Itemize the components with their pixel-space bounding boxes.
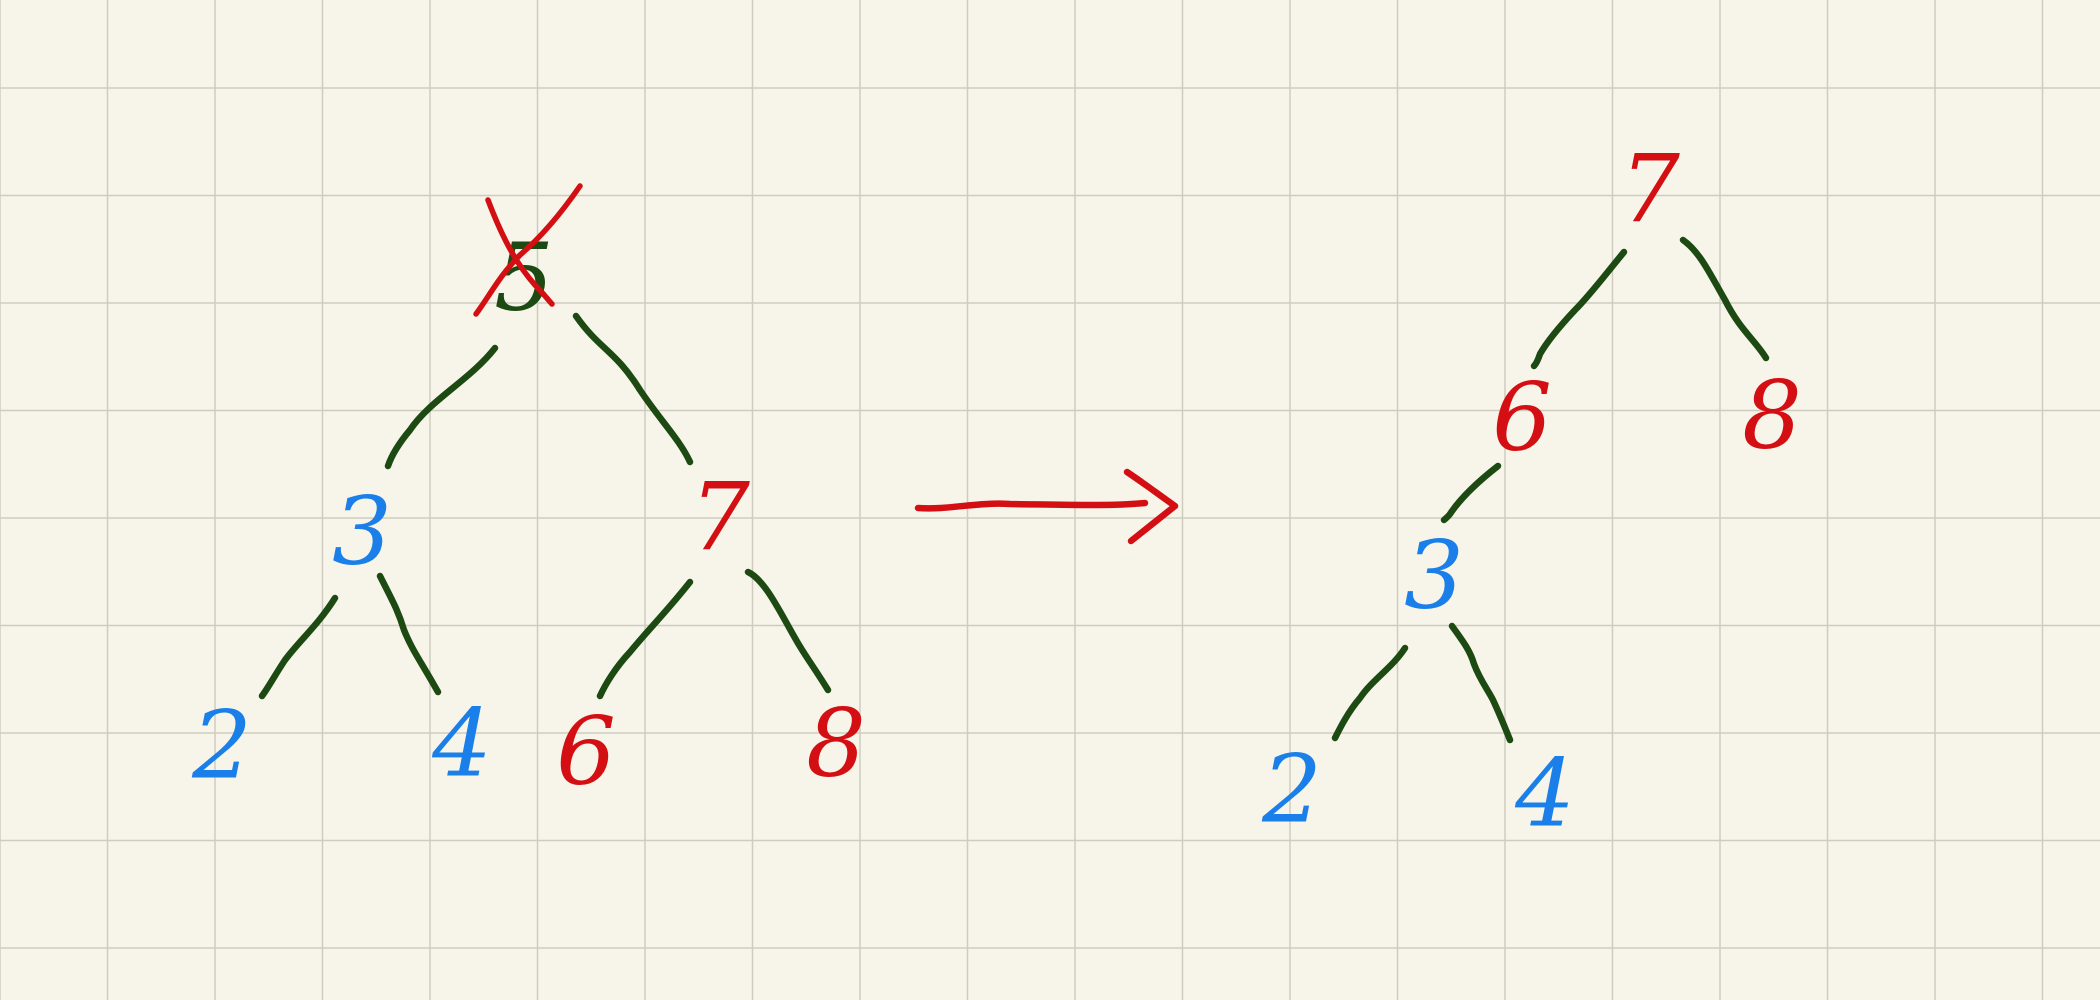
edge-6-3-after <box>1440 462 1502 524</box>
node-3-after: 3 <box>1404 522 1464 631</box>
arrow-shaft <box>914 499 1149 512</box>
edge-7-8-after <box>1679 236 1770 362</box>
node-8-after: 8 <box>1742 362 1802 471</box>
node-7-after: 7 <box>1620 136 1680 245</box>
edge-3-2 <box>258 594 339 700</box>
tree-after: 7 6 8 3 2 4 <box>1261 136 1802 849</box>
tree-before: 5 3 7 2 4 6 8 <box>191 183 866 807</box>
edge-3-2-after <box>1331 644 1409 742</box>
node-4-after: 4 <box>1514 740 1575 849</box>
node-2-after: 2 <box>1261 736 1322 845</box>
edge-7-6-after <box>1530 248 1628 370</box>
deleted-cross-mark <box>473 183 583 317</box>
edge-7-8 <box>744 568 832 694</box>
node-7: 7 <box>690 464 750 573</box>
node-3: 3 <box>332 478 392 587</box>
edge-3-4 <box>376 572 442 696</box>
node-8: 8 <box>806 690 866 799</box>
node-6-after: 6 <box>1492 364 1552 473</box>
edge-7-6 <box>596 578 694 700</box>
transform-arrow <box>914 468 1179 545</box>
node-4: 4 <box>431 690 492 799</box>
edge-5-3 <box>384 344 499 470</box>
arrow-head <box>1123 468 1179 545</box>
edge-5-7 <box>572 312 694 466</box>
node-2: 2 <box>191 692 252 801</box>
edge-3-4-after <box>1448 622 1514 744</box>
node-6: 6 <box>556 698 616 807</box>
